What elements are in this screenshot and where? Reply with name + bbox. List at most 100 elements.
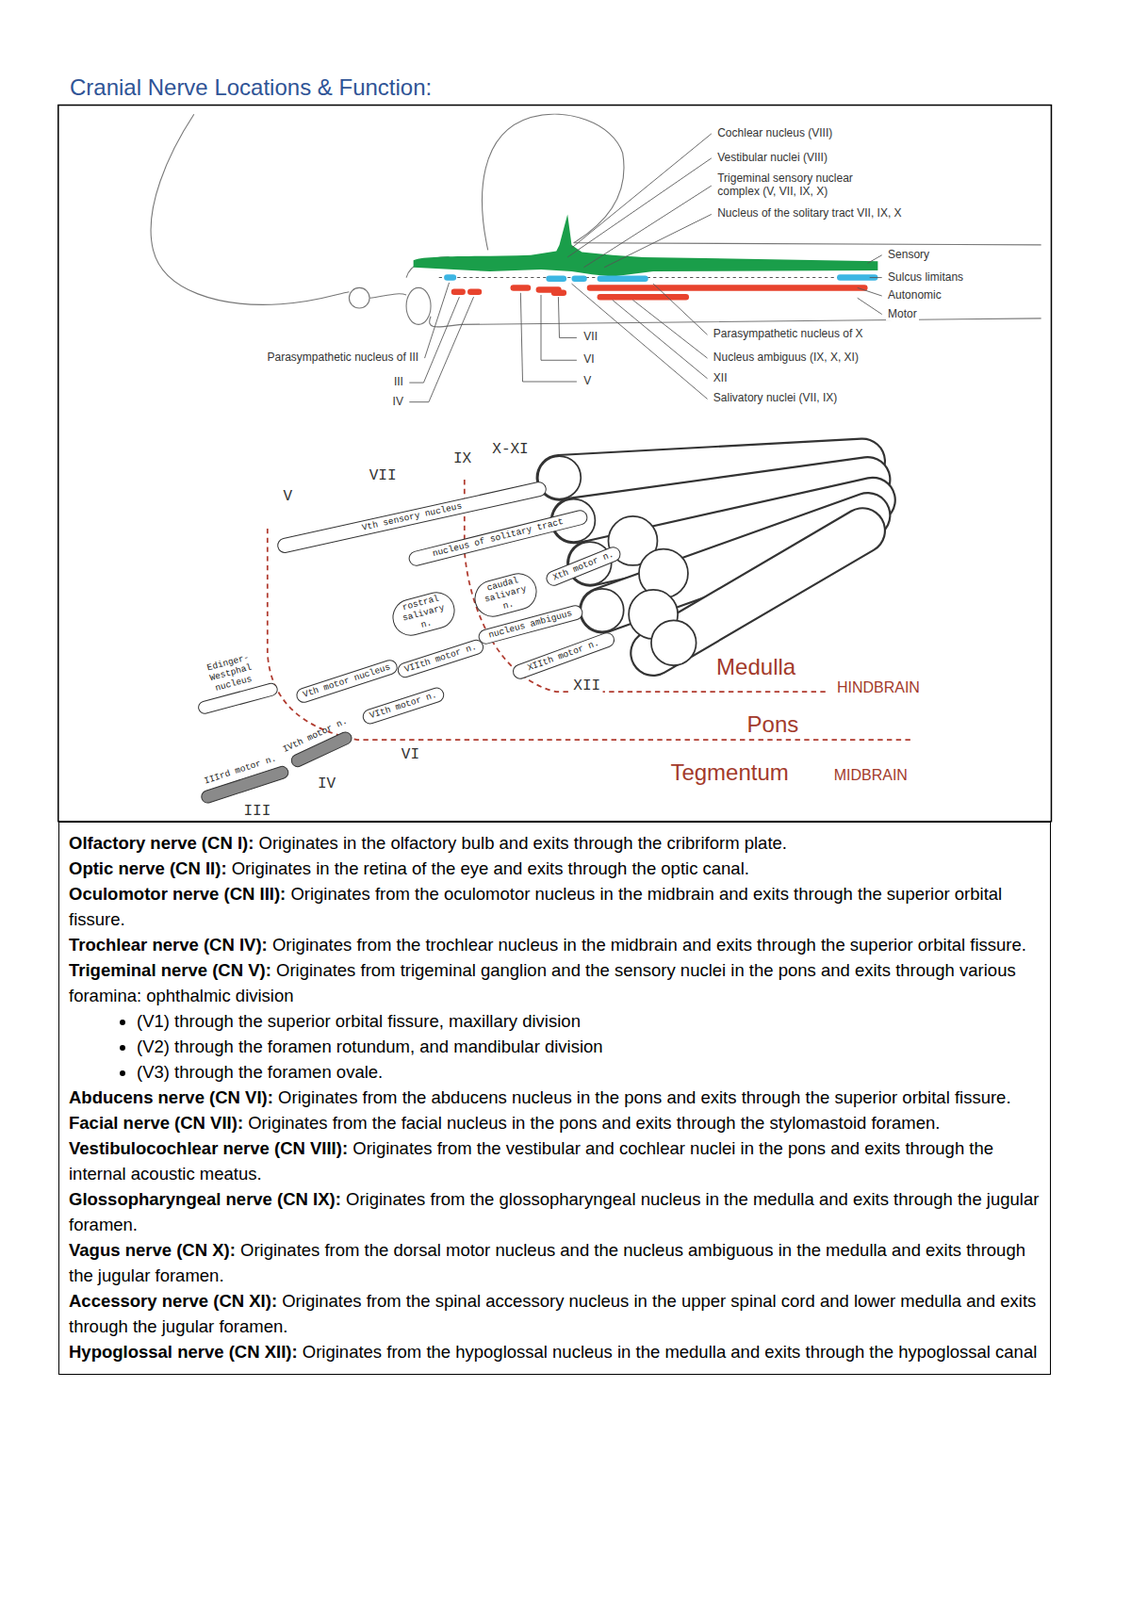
nerve-name: Oculomotor nerve (CN III): — [68, 884, 286, 904]
region-boundaries — [267, 479, 914, 740]
leader-line — [409, 296, 459, 383]
nucleus-rod: caudal salivary n. — [470, 569, 541, 622]
nerve-name: Optic nerve (CN II): — [68, 858, 228, 879]
nerve-name: Facial nerve (CN VII): — [68, 1113, 244, 1133]
motor-nucleus — [467, 288, 482, 295]
brain-contour — [150, 114, 349, 305]
nerve-numeral: VII — [367, 467, 399, 485]
nucleus-label: XII — [711, 372, 730, 386]
nerve-name: Vestibulocochlear nerve (CN VIII): — [68, 1138, 348, 1159]
leader-line — [409, 296, 474, 403]
nucleus-name: caudal salivary n. — [479, 573, 531, 616]
nerve-numeral: IX — [451, 450, 474, 468]
nerve-name: Glossopharyngeal nerve (CN IX): — [68, 1189, 342, 1210]
nerve-entry: Facial nerve (CN VII):Originates from th… — [68, 1110, 1041, 1136]
leader-line — [612, 299, 708, 378]
nerve-name: Trigeminal nerve (CN V): — [68, 960, 272, 981]
leader-line — [653, 283, 707, 335]
nucleus-label: Nucleus of the solitary tract VII, IX, X — [715, 208, 903, 222]
tube-section — [580, 589, 623, 632]
nerve-numeral: IV — [315, 775, 338, 793]
nucleus-rod: IIIrd motor n. — [195, 750, 292, 805]
nucleus-label: Cochlear nucleus (VIII) — [715, 127, 835, 141]
motor-nucleus — [451, 288, 466, 295]
autonomic-nucleus — [545, 275, 567, 281]
nerve-entry: Glossopharyngeal nerve (CN IX):Originate… — [68, 1186, 1041, 1238]
nerve-description: Originates from the trochlear nucleus in… — [272, 934, 1027, 955]
pons-midbrain-boundary — [267, 528, 914, 740]
nucleus-rod: rostral salivary n. — [388, 588, 459, 640]
leader-line — [425, 282, 450, 359]
division-item: (V2) through the foramen rotundum, and m… — [136, 1033, 1041, 1060]
nucleus-label: III — [392, 376, 406, 390]
nerve-name: Hypoglossal nerve (CN XII): — [68, 1342, 298, 1362]
nerve-name: Vagus nerve (CN X): — [68, 1240, 236, 1261]
nerve-entry: Vestibulocochlear nerve (CN VIII):Origin… — [68, 1135, 1041, 1187]
nerve-description: Originates from the facial nucleus in th… — [247, 1113, 940, 1133]
brain-loop — [348, 287, 370, 309]
nerve-numeral: X-XI — [490, 441, 530, 459]
nerve-entry: Olfactory nerve (CN I):Originates in the… — [68, 830, 1041, 856]
nucleus-label: Nucleus ambiguus (IX, X, XI) — [711, 351, 861, 365]
leader-line — [583, 185, 711, 268]
nucleus-label: V — [581, 375, 593, 389]
nerve-name: Abducens nerve (CN VI): — [68, 1087, 274, 1108]
nerve-entry: Oculomotor nerve (CN III):Originates fro… — [68, 881, 1041, 933]
nucleus-label: Autonomic — [885, 289, 944, 303]
autonomic-band — [443, 274, 878, 282]
nerve-entry: Trigeminal nerve (CN V):Originates from … — [68, 957, 1041, 1009]
nucleus-label: Trigeminal sensory nuclear complex (V, V… — [715, 172, 880, 199]
nucleus-label: Sulcus limitans — [885, 271, 966, 285]
nucleus-label: Parasympathetic nucleus of X — [711, 327, 866, 342]
nucleus-rod: VIIth motor n. — [395, 637, 486, 680]
nerve-numeral: III — [242, 803, 274, 820]
region-label: Tegmentum — [668, 759, 790, 787]
leader-line — [571, 283, 707, 399]
autonomic-nucleus — [443, 274, 457, 280]
leader-line — [557, 296, 576, 338]
region-label: Pons — [745, 711, 802, 738]
leader-line — [540, 295, 577, 361]
nerve-description: Originates from the abducens nucleus in … — [278, 1087, 1011, 1108]
leader-line — [632, 299, 707, 359]
floor-section — [651, 620, 697, 666]
nucleus-label: Sensory — [885, 248, 932, 263]
nucleus-rod: VIth motor n. — [360, 686, 447, 727]
leader-line — [567, 158, 712, 258]
nerve-entry: Optic nerve (CN II):Originates in the re… — [68, 855, 1041, 882]
brain-contour — [369, 294, 407, 298]
leader-line — [857, 297, 883, 314]
brainstem-top — [573, 243, 1042, 246]
medulla-pons-boundary — [464, 479, 830, 692]
nerve-name: Trochlear nerve (CN IV): — [68, 934, 268, 955]
nucleus-name: VIIth motor n. — [402, 640, 479, 675]
page-title: Cranial Nerve Locations & Function: — [69, 74, 432, 101]
sensory-band — [413, 213, 879, 277]
division-label: MIDBRAIN — [832, 767, 910, 785]
nucleus-rod: Vth motor nucleus — [294, 658, 399, 706]
autonomic-nucleus — [571, 275, 587, 281]
panel-border — [58, 105, 1052, 822]
nucleus-label: Vestibular nuclei (VIII) — [715, 151, 830, 165]
division-item: (V3) through the foramen ovale. — [136, 1059, 1041, 1085]
nerve-description: Originates from the hypoglossal nucleus … — [302, 1342, 1038, 1362]
nerve-description: Originates in the retina of the eye and … — [231, 858, 750, 879]
nucleus-name: nucleus of solitary tract — [430, 516, 565, 560]
nerve-name: Olfactory nerve (CN I): — [68, 833, 254, 853]
leader-line — [868, 255, 883, 264]
nerve-description: Originates in the olfactory bulb and exi… — [259, 833, 787, 853]
nerve-name: Accessory nerve (CN XI): — [68, 1291, 278, 1312]
brain-outline — [150, 114, 1042, 328]
nucleus-label: VI — [581, 353, 596, 367]
leader-line — [604, 213, 712, 267]
leader-line — [869, 277, 883, 279]
brain-loop — [406, 287, 431, 325]
nerve-numeral: V — [281, 488, 296, 506]
nucleus-rod: IVth motor n. — [278, 714, 360, 771]
autonomic-nucleus — [597, 275, 649, 281]
nerve-entry: Accessory nerve (CN XI):Originates from … — [68, 1288, 1041, 1340]
motor-nucleus — [587, 284, 869, 291]
nucleus-label: Motor — [885, 308, 919, 322]
motor-nucleus — [551, 290, 567, 296]
